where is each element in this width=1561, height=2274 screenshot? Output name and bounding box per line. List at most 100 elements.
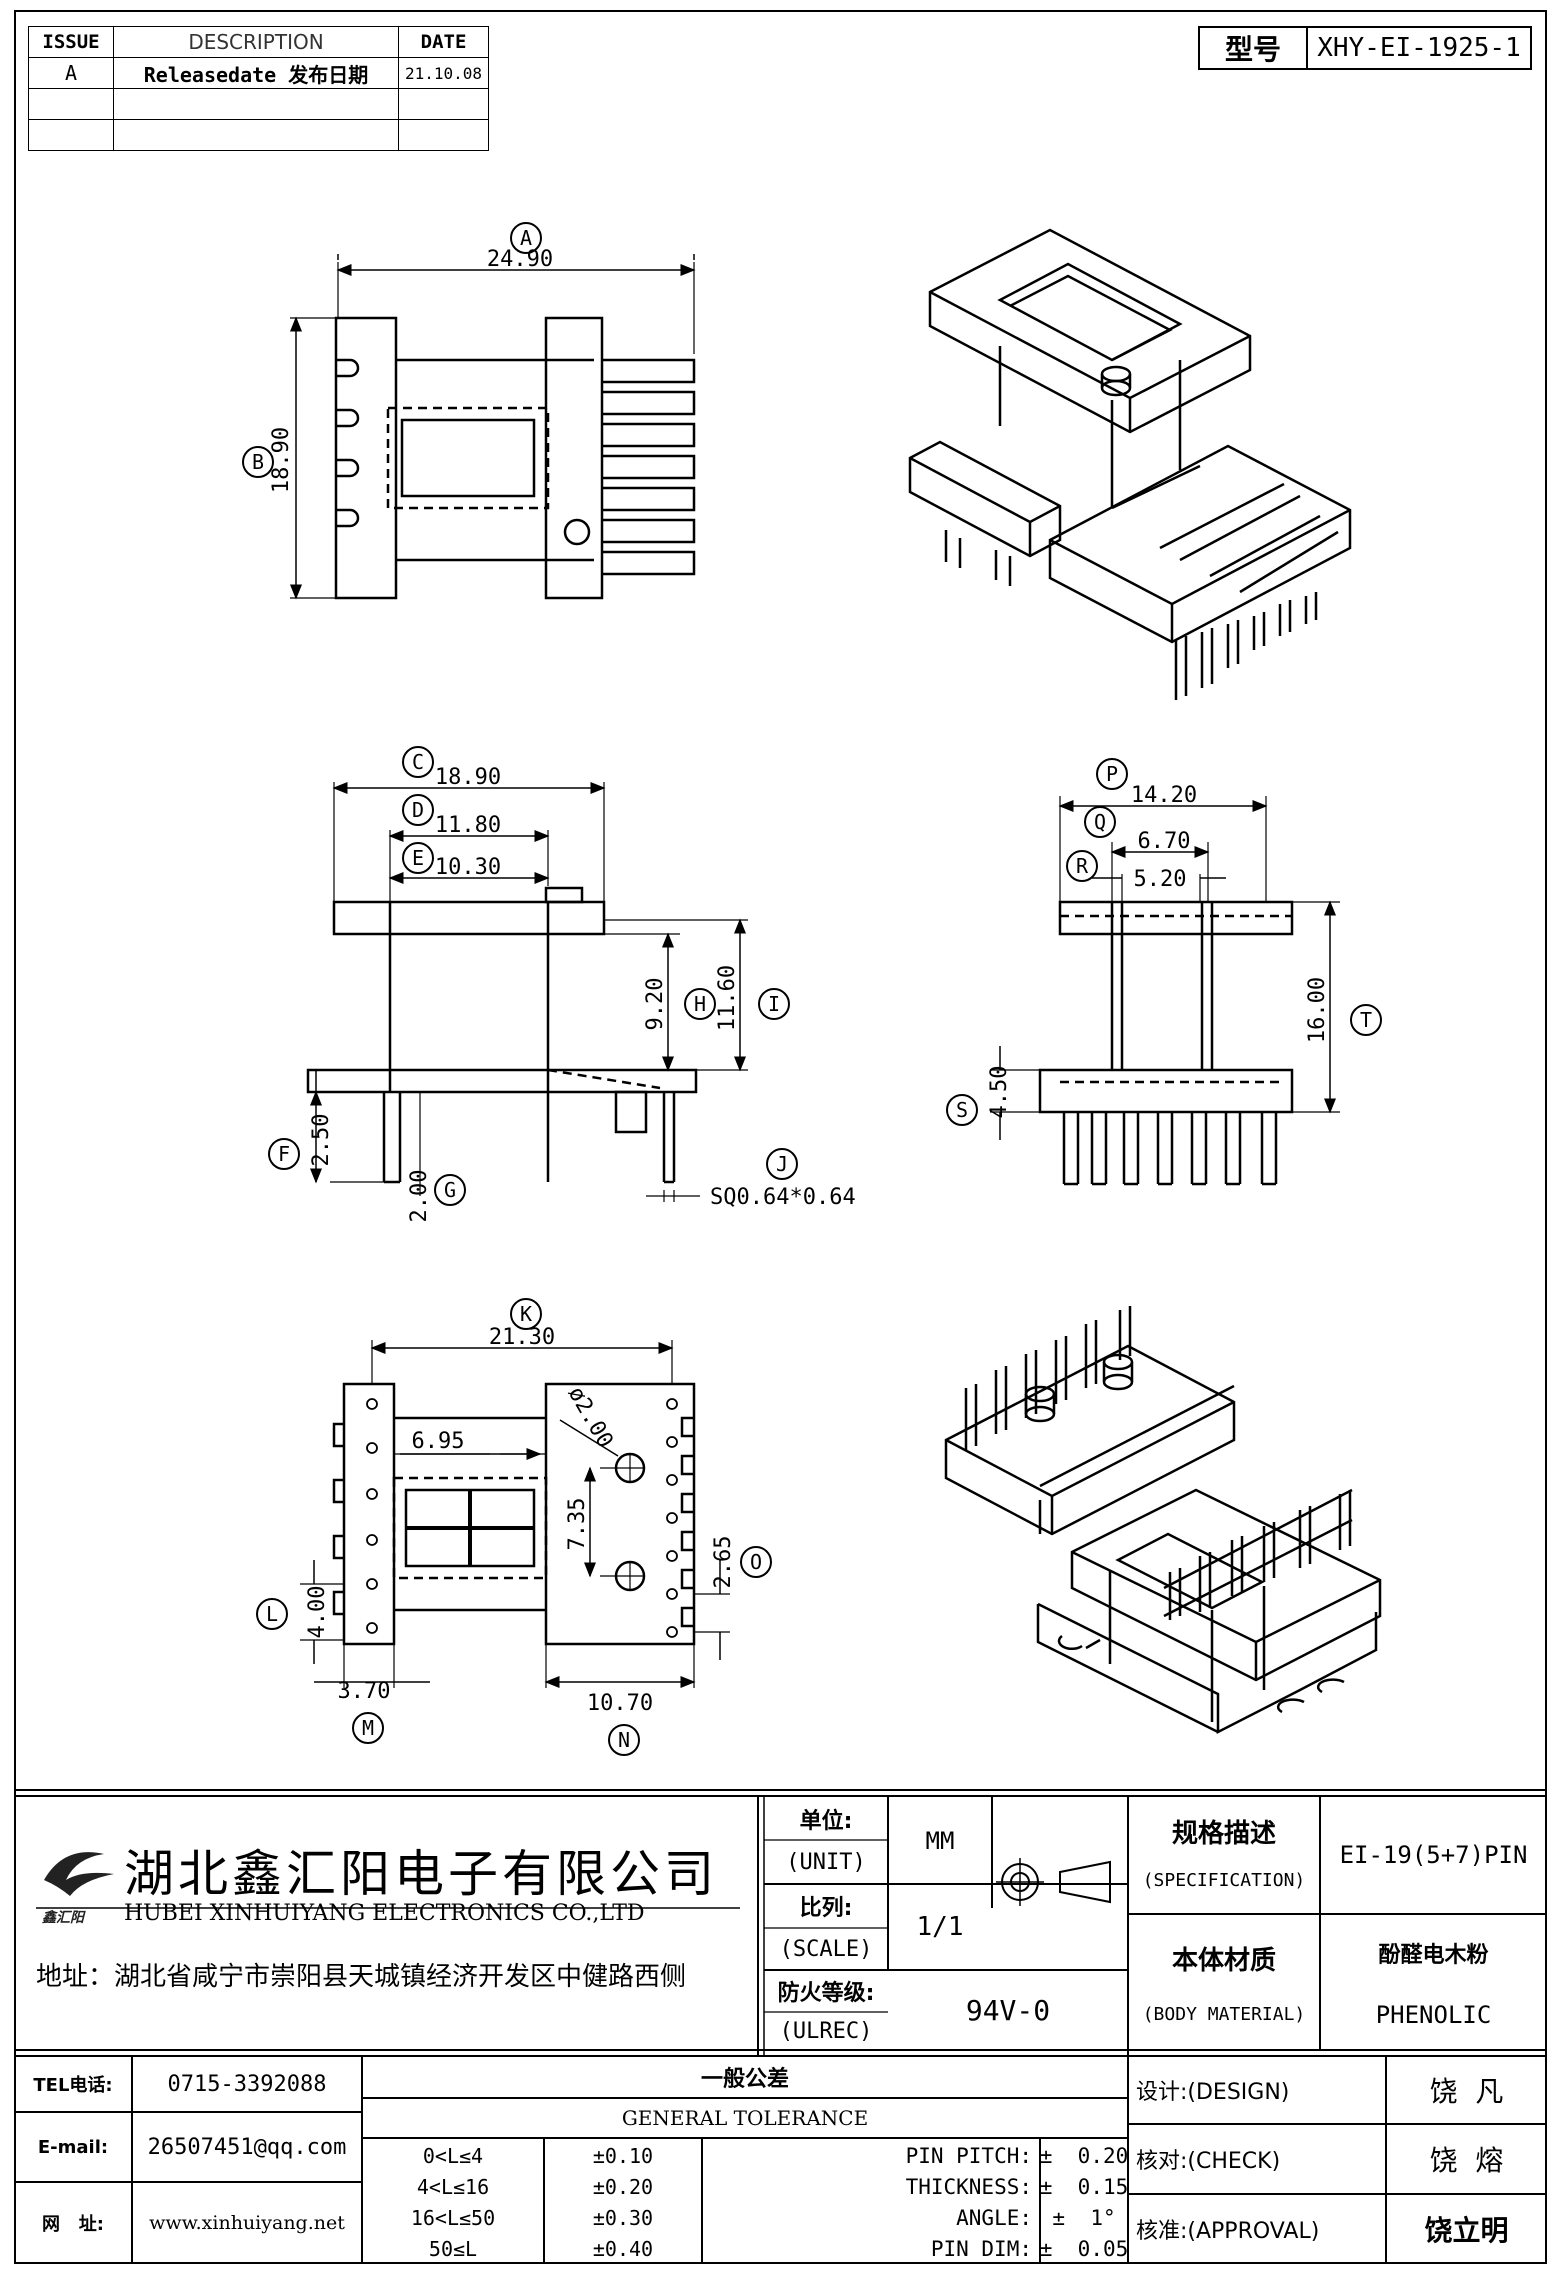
list-item: ± 0.20	[1039, 2143, 1129, 2168]
dim-i-value: 11.60	[715, 965, 740, 1031]
dim-g-value: 2.00	[407, 1170, 432, 1223]
isometric-view-bottom	[944, 1306, 1382, 1735]
svg-text:A: A	[520, 226, 532, 250]
email-label: E-mail:	[37, 2136, 109, 2158]
svg-text:B: B	[252, 450, 264, 474]
dim-inner-value: 6.95	[412, 1429, 465, 1454]
list-item: THICKNESS:	[905, 2174, 1032, 2199]
list-item: ± 0.05	[1039, 2236, 1129, 2261]
spec-value: EI-19(5+7)PIN	[1339, 1841, 1528, 1869]
svg-text:M: M	[362, 1716, 374, 1740]
tolerance-item-values: ± 0.20 ± 0.15 ± 1° ± 0.05	[1039, 2140, 1129, 2264]
dim-q-value: 6.70	[1138, 829, 1191, 854]
list-item: 50≤L	[428, 2236, 478, 2261]
dim-f-value: 2.50	[309, 1114, 334, 1167]
svg-text:E: E	[412, 846, 424, 870]
rev-description: Releasedate 发布日期	[113, 57, 399, 89]
approval-label: 核准:(APPROVAL)	[1136, 2219, 1320, 2244]
rev-date: 21.10.08	[397, 57, 490, 89]
list-item: ANGLE:	[956, 2205, 1032, 2230]
bottom-view	[300, 1340, 730, 1688]
material-label-en: (BODY MATERIAL)	[1142, 2003, 1306, 2025]
revision-table: ISSUE DESCRIPTION DATE A Releasedate 发布日…	[28, 26, 490, 151]
dim-t-value: 16.00	[1305, 977, 1330, 1043]
dim-e-value: 10.30	[435, 855, 501, 880]
rev-header-date: DATE	[397, 26, 490, 58]
svg-text:C: C	[412, 750, 424, 774]
tolerance-item-names: PIN PITCH: THICKNESS: ANGLE: PIN DIM:	[702, 2140, 1032, 2264]
svg-text:L: L	[266, 1602, 278, 1626]
web-label: 网 址:	[42, 2214, 104, 2235]
spec-label-en: (SPECIFICATION)	[1142, 1869, 1306, 1891]
tel-value: 0715-3392088	[167, 2071, 327, 2097]
svg-text:F: F	[278, 1142, 290, 1166]
tolerance-title-cn: 一般公差	[700, 2067, 789, 2092]
dim-n-value: 10.70	[587, 1691, 653, 1716]
svg-text:D: D	[412, 798, 424, 822]
unit-label-en: (UNIT)	[786, 1849, 866, 1875]
dim-m-value: 3.70	[338, 1679, 391, 1704]
scale-label-en: (SCALE)	[779, 1936, 873, 1962]
email-value: 26507451@qq.com	[147, 2134, 347, 2160]
web-value: www.xinhuiyang.net	[149, 2212, 345, 2234]
company-logo-icon: 鑫汇阳	[42, 1852, 114, 1926]
rev-header-description: DESCRIPTION	[113, 26, 399, 58]
scale-value: 1/1	[916, 1912, 964, 1942]
spec-label-cn: 规格描述	[1171, 1818, 1276, 1849]
material-label-cn: 本体材质	[1171, 1945, 1276, 1976]
list-item: 0<L≤4	[422, 2143, 484, 2168]
list-item: 4<L≤16	[416, 2174, 490, 2199]
list-item: ±0.30	[592, 2205, 654, 2230]
model-box: 型号 XHY-EI-1925-1	[1198, 26, 1532, 70]
check-name: 饶 熔	[1429, 2144, 1504, 2177]
svg-text:P: P	[1106, 762, 1118, 786]
ul-label-en: (ULREC)	[779, 2018, 873, 2044]
technical-drawing: 24.90 18.90 18.90 11.80 10.30 9.20 11.60…	[242, 222, 1382, 1756]
list-item: ± 1°	[1052, 2205, 1116, 2230]
top-view	[290, 254, 696, 600]
svg-text:S: S	[956, 1098, 968, 1122]
dim-p-value: 14.20	[1131, 783, 1197, 808]
design-label: 设计:(DESIGN)	[1136, 2080, 1290, 2105]
svg-text:鑫汇阳: 鑫汇阳	[42, 1909, 86, 1926]
list-item: ±0.40	[592, 2236, 654, 2261]
dim-o-value: 2.65	[711, 1536, 736, 1589]
material-value-cn: 酚醛电木粉	[1378, 1943, 1489, 1968]
company-address: 地址：湖北省咸宁市崇阳县天城镇经济开发区中健路西侧	[36, 1961, 687, 1992]
isometric-view-top	[908, 228, 1352, 700]
svg-text:T: T	[1360, 1008, 1372, 1032]
unit-value: MM	[925, 1827, 955, 1855]
material-value-en: PHENOLIC	[1375, 2001, 1492, 2029]
svg-text:Q: Q	[1094, 810, 1106, 834]
list-item: 16<L≤50	[410, 2205, 496, 2230]
front-view	[306, 782, 748, 1202]
dim-hole-span-value: 7.35	[565, 1498, 590, 1551]
model-label: 型号	[1200, 28, 1308, 68]
svg-text:K: K	[520, 1302, 532, 1326]
list-item: PIN PITCH:	[905, 2143, 1032, 2168]
side-view	[990, 796, 1340, 1186]
dim-c-value: 18.90	[435, 765, 501, 790]
table-row: A Releasedate 发布日期 21.10.08	[28, 57, 490, 89]
tolerance-values: ±0.10 ±0.20 ±0.30 ±0.40	[544, 2140, 702, 2264]
design-name: 饶 凡	[1429, 2075, 1504, 2108]
list-item: PIN DIM:	[930, 2236, 1032, 2261]
svg-text:N: N	[618, 1728, 630, 1752]
dim-j-value: SQ0.64*0.64	[710, 1185, 856, 1210]
dimension-balloons: A B C D E H I F G J P Q R T S K O L M N	[242, 222, 1382, 1756]
dim-h-value: 9.20	[643, 978, 668, 1031]
svg-text:I: I	[768, 992, 780, 1016]
svg-text:J: J	[776, 1152, 788, 1176]
list-item: ±0.10	[592, 2143, 654, 2168]
tolerance-ranges: 0<L≤4 4<L≤16 16<L≤50 50≤L	[362, 2140, 544, 2264]
svg-text:O: O	[750, 1550, 762, 1574]
scale-label-cn: 比列:	[799, 1896, 853, 1921]
dim-d-value: 11.80	[435, 813, 501, 838]
svg-text:H: H	[694, 992, 706, 1016]
dim-s-value: 4.50	[987, 1066, 1012, 1119]
list-item: ± 0.15	[1039, 2174, 1129, 2199]
ul-value: 94V-0	[965, 1993, 1051, 2027]
svg-text:R: R	[1076, 854, 1089, 878]
table-row	[28, 119, 490, 151]
tolerance-title-en: GENERAL TOLERANCE	[621, 2106, 869, 2130]
